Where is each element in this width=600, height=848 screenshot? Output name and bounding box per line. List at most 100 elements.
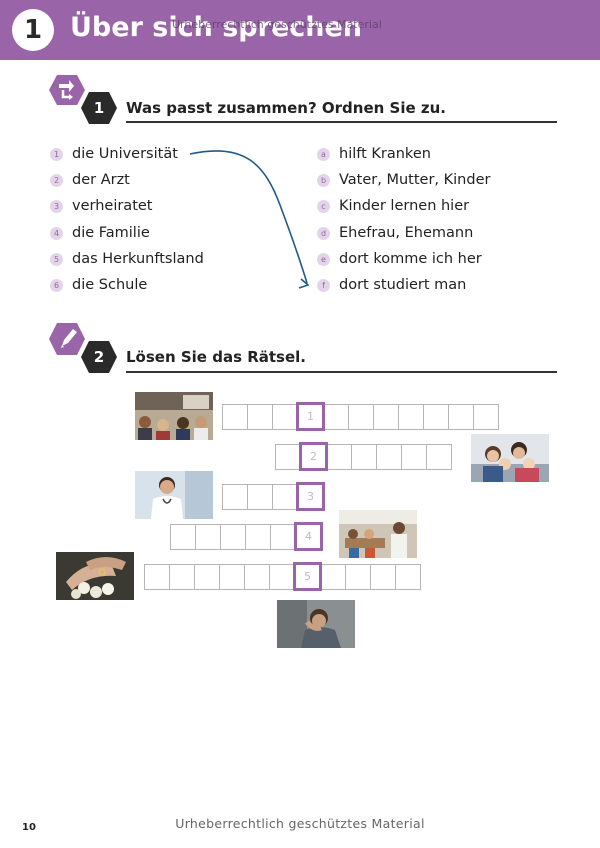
left-item: 1 die Universität <box>50 143 178 165</box>
item-key: a <box>317 147 330 161</box>
item-text: der Arzt <box>72 172 130 188</box>
exercise-1-number-hex <box>81 92 117 124</box>
crossword-cell[interactable] <box>473 404 499 430</box>
crossword-cell[interactable] <box>269 564 295 590</box>
crossword-cell[interactable] <box>195 524 221 550</box>
crossword-cell[interactable] <box>398 404 424 430</box>
right-item: f dort studiert man <box>317 274 466 296</box>
item-key: e <box>317 252 330 266</box>
item-text: Kinder lernen hier <box>339 198 470 214</box>
crossword-row-2: 2 <box>275 442 452 471</box>
header-watermark: Urheberrechtlich geschütztes Material <box>172 18 382 31</box>
pencil-icon <box>49 323 85 355</box>
exercise-1-title: Was passt zusammen? Ordnen Sie zu. <box>126 99 446 117</box>
item-text: die Schule <box>72 277 148 293</box>
item-text: Ehefrau, Ehemann <box>339 225 474 241</box>
arrows-exchange-icon <box>49 75 85 105</box>
crossword-key-cell[interactable]: 2 <box>299 442 328 471</box>
crossword-cell[interactable] <box>169 564 195 590</box>
left-item: 2 der Arzt <box>50 169 130 191</box>
item-key: d <box>317 226 330 240</box>
exercise-2-rule <box>126 371 557 373</box>
crossword-cell[interactable] <box>144 564 170 590</box>
crossword-cell[interactable] <box>401 444 427 470</box>
page-number: 10 <box>22 822 36 833</box>
crossword-key-cell[interactable]: 4 <box>294 522 323 551</box>
crossword-cell[interactable] <box>345 564 371 590</box>
copyright-note: Urheberrechtlich geschütztes Material <box>175 816 425 831</box>
item-text: dort komme ich her <box>339 251 482 267</box>
item-text: das Herkunftsland <box>72 251 204 267</box>
example-arrow <box>189 150 310 289</box>
right-item: d Ehefrau, Ehemann <box>317 222 473 244</box>
crossword-cell[interactable] <box>247 484 273 510</box>
crossword-cell[interactable] <box>245 524 271 550</box>
crossword-cell[interactable] <box>426 444 452 470</box>
crossword-cell[interactable] <box>348 404 374 430</box>
right-item: c Kinder lernen hier <box>317 195 469 217</box>
item-key: 2 <box>50 173 63 187</box>
crossword-cell[interactable] <box>373 404 399 430</box>
crossword-row-3: 3 <box>222 482 325 511</box>
item-key: 4 <box>50 226 63 240</box>
unit-header: 1 Über sich sprechen Urheberrechtlich ge… <box>0 0 600 60</box>
left-item: 6 die Schule <box>50 274 147 296</box>
crossword-key-cell[interactable]: 1 <box>296 402 325 431</box>
crossword-cell[interactable] <box>351 444 377 470</box>
crossword-cell[interactable] <box>323 404 349 430</box>
item-key: 3 <box>50 199 63 213</box>
sad-man-photo <box>277 600 355 648</box>
exercise-2-number-hex <box>81 341 117 373</box>
crossword-cell[interactable] <box>194 564 220 590</box>
item-key: f <box>317 278 330 292</box>
crossword-cell[interactable] <box>370 564 396 590</box>
item-key: 5 <box>50 252 63 266</box>
crossword-cell[interactable] <box>219 564 245 590</box>
exercise-2-number: 2 <box>93 348 105 366</box>
crossword-row-5: 5 <box>144 562 421 591</box>
crossword-cell[interactable] <box>448 404 474 430</box>
crossword-cell[interactable] <box>247 404 273 430</box>
crossword-key-cell[interactable]: 3 <box>296 482 325 511</box>
lecture-hall-photo <box>135 392 213 440</box>
right-item: a hilft Kranken <box>317 143 431 165</box>
item-text: Vater, Mutter, Kinder <box>339 172 491 188</box>
crossword-key-cell[interactable]: 5 <box>293 562 322 591</box>
right-item: e dort komme ich her <box>317 248 482 270</box>
unit-number-badge: 1 <box>12 9 54 51</box>
item-text: die Universität <box>72 146 178 162</box>
crossword-cell[interactable] <box>376 444 402 470</box>
exercise-1-rule <box>126 121 557 123</box>
crossword-cell[interactable] <box>272 404 298 430</box>
crossword-cell[interactable] <box>244 564 270 590</box>
classroom-photo <box>339 510 417 558</box>
crossword-cell[interactable] <box>222 484 248 510</box>
wedding-rings-photo <box>56 552 134 600</box>
crossword-cell[interactable] <box>423 404 449 430</box>
item-key: b <box>317 173 330 187</box>
item-key: 1 <box>50 147 63 161</box>
crossword-cell[interactable] <box>170 524 196 550</box>
item-key: 6 <box>50 278 63 292</box>
item-key: c <box>317 199 330 213</box>
crossword-row-1: 1 <box>222 402 499 431</box>
item-text: hilft Kranken <box>339 146 431 162</box>
crossword-cell[interactable] <box>320 564 346 590</box>
crossword-cell[interactable] <box>220 524 246 550</box>
crossword-cell[interactable] <box>326 444 352 470</box>
crossword-cell[interactable] <box>270 524 296 550</box>
crossword-cell[interactable] <box>272 484 298 510</box>
item-text: verheiratet <box>72 198 153 214</box>
family-photo <box>471 434 549 482</box>
crossword-row-4: 4 <box>170 522 323 551</box>
crossword-cell[interactable] <box>395 564 421 590</box>
unit-title: Über sich sprechen <box>70 12 363 43</box>
crossword-cell[interactable] <box>275 444 301 470</box>
crossword-cell[interactable] <box>222 404 248 430</box>
item-text: die Familie <box>72 225 150 241</box>
exercise-1-number: 1 <box>93 99 105 117</box>
doctor-photo <box>135 471 213 519</box>
exercise-2-title: Lösen Sie das Rätsel. <box>126 348 306 366</box>
left-item: 5 das Herkunftsland <box>50 248 204 270</box>
right-item: b Vater, Mutter, Kinder <box>317 169 490 191</box>
